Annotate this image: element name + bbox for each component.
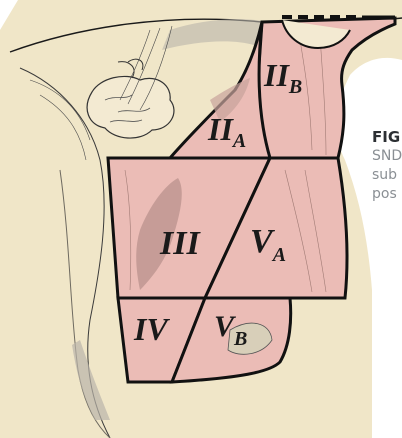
caption-line: pos — [372, 185, 402, 204]
caption-line: sub — [372, 166, 402, 185]
label-IV: IV — [133, 311, 170, 347]
caption-line: SND — [372, 147, 402, 166]
label-III: III — [159, 225, 201, 262]
figure-caption: FIG SND sub pos — [372, 128, 402, 204]
caption-title: FIG — [372, 128, 402, 147]
